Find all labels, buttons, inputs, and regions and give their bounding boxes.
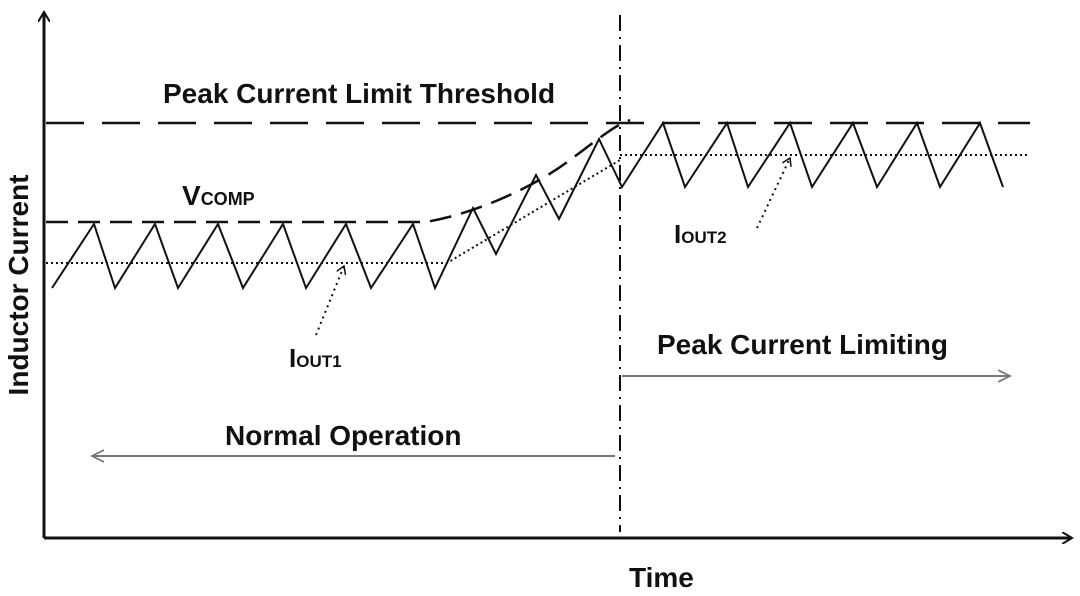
peak-current-limiting-label: Peak Current Limiting xyxy=(657,329,948,360)
normal-operation-label: Normal Operation xyxy=(225,420,461,451)
vcomp-sub: COMP xyxy=(201,189,255,209)
iout2-pointer-arrow xyxy=(756,158,790,229)
iout1-main: I xyxy=(289,343,296,373)
threshold-label: Peak Current Limit Threshold xyxy=(163,78,555,109)
iout1-pointer-arrow xyxy=(315,266,344,336)
inductor-current-waveform xyxy=(51,120,1004,291)
vcomp-line xyxy=(46,118,631,224)
iout2-main: I xyxy=(674,219,681,249)
iout1-average-line xyxy=(46,159,621,264)
iout1-label: IOUT1 xyxy=(289,343,342,373)
vcomp-main: V xyxy=(182,180,201,211)
x-axis-label: Time xyxy=(629,562,694,593)
vcomp-label: VCOMP xyxy=(182,180,255,211)
iout2-sub: OUT2 xyxy=(681,228,726,247)
y-axis-label: Inductor Current xyxy=(3,175,34,396)
iout2-label: IOUT2 xyxy=(674,219,727,249)
iout1-sub: OUT1 xyxy=(296,352,341,371)
